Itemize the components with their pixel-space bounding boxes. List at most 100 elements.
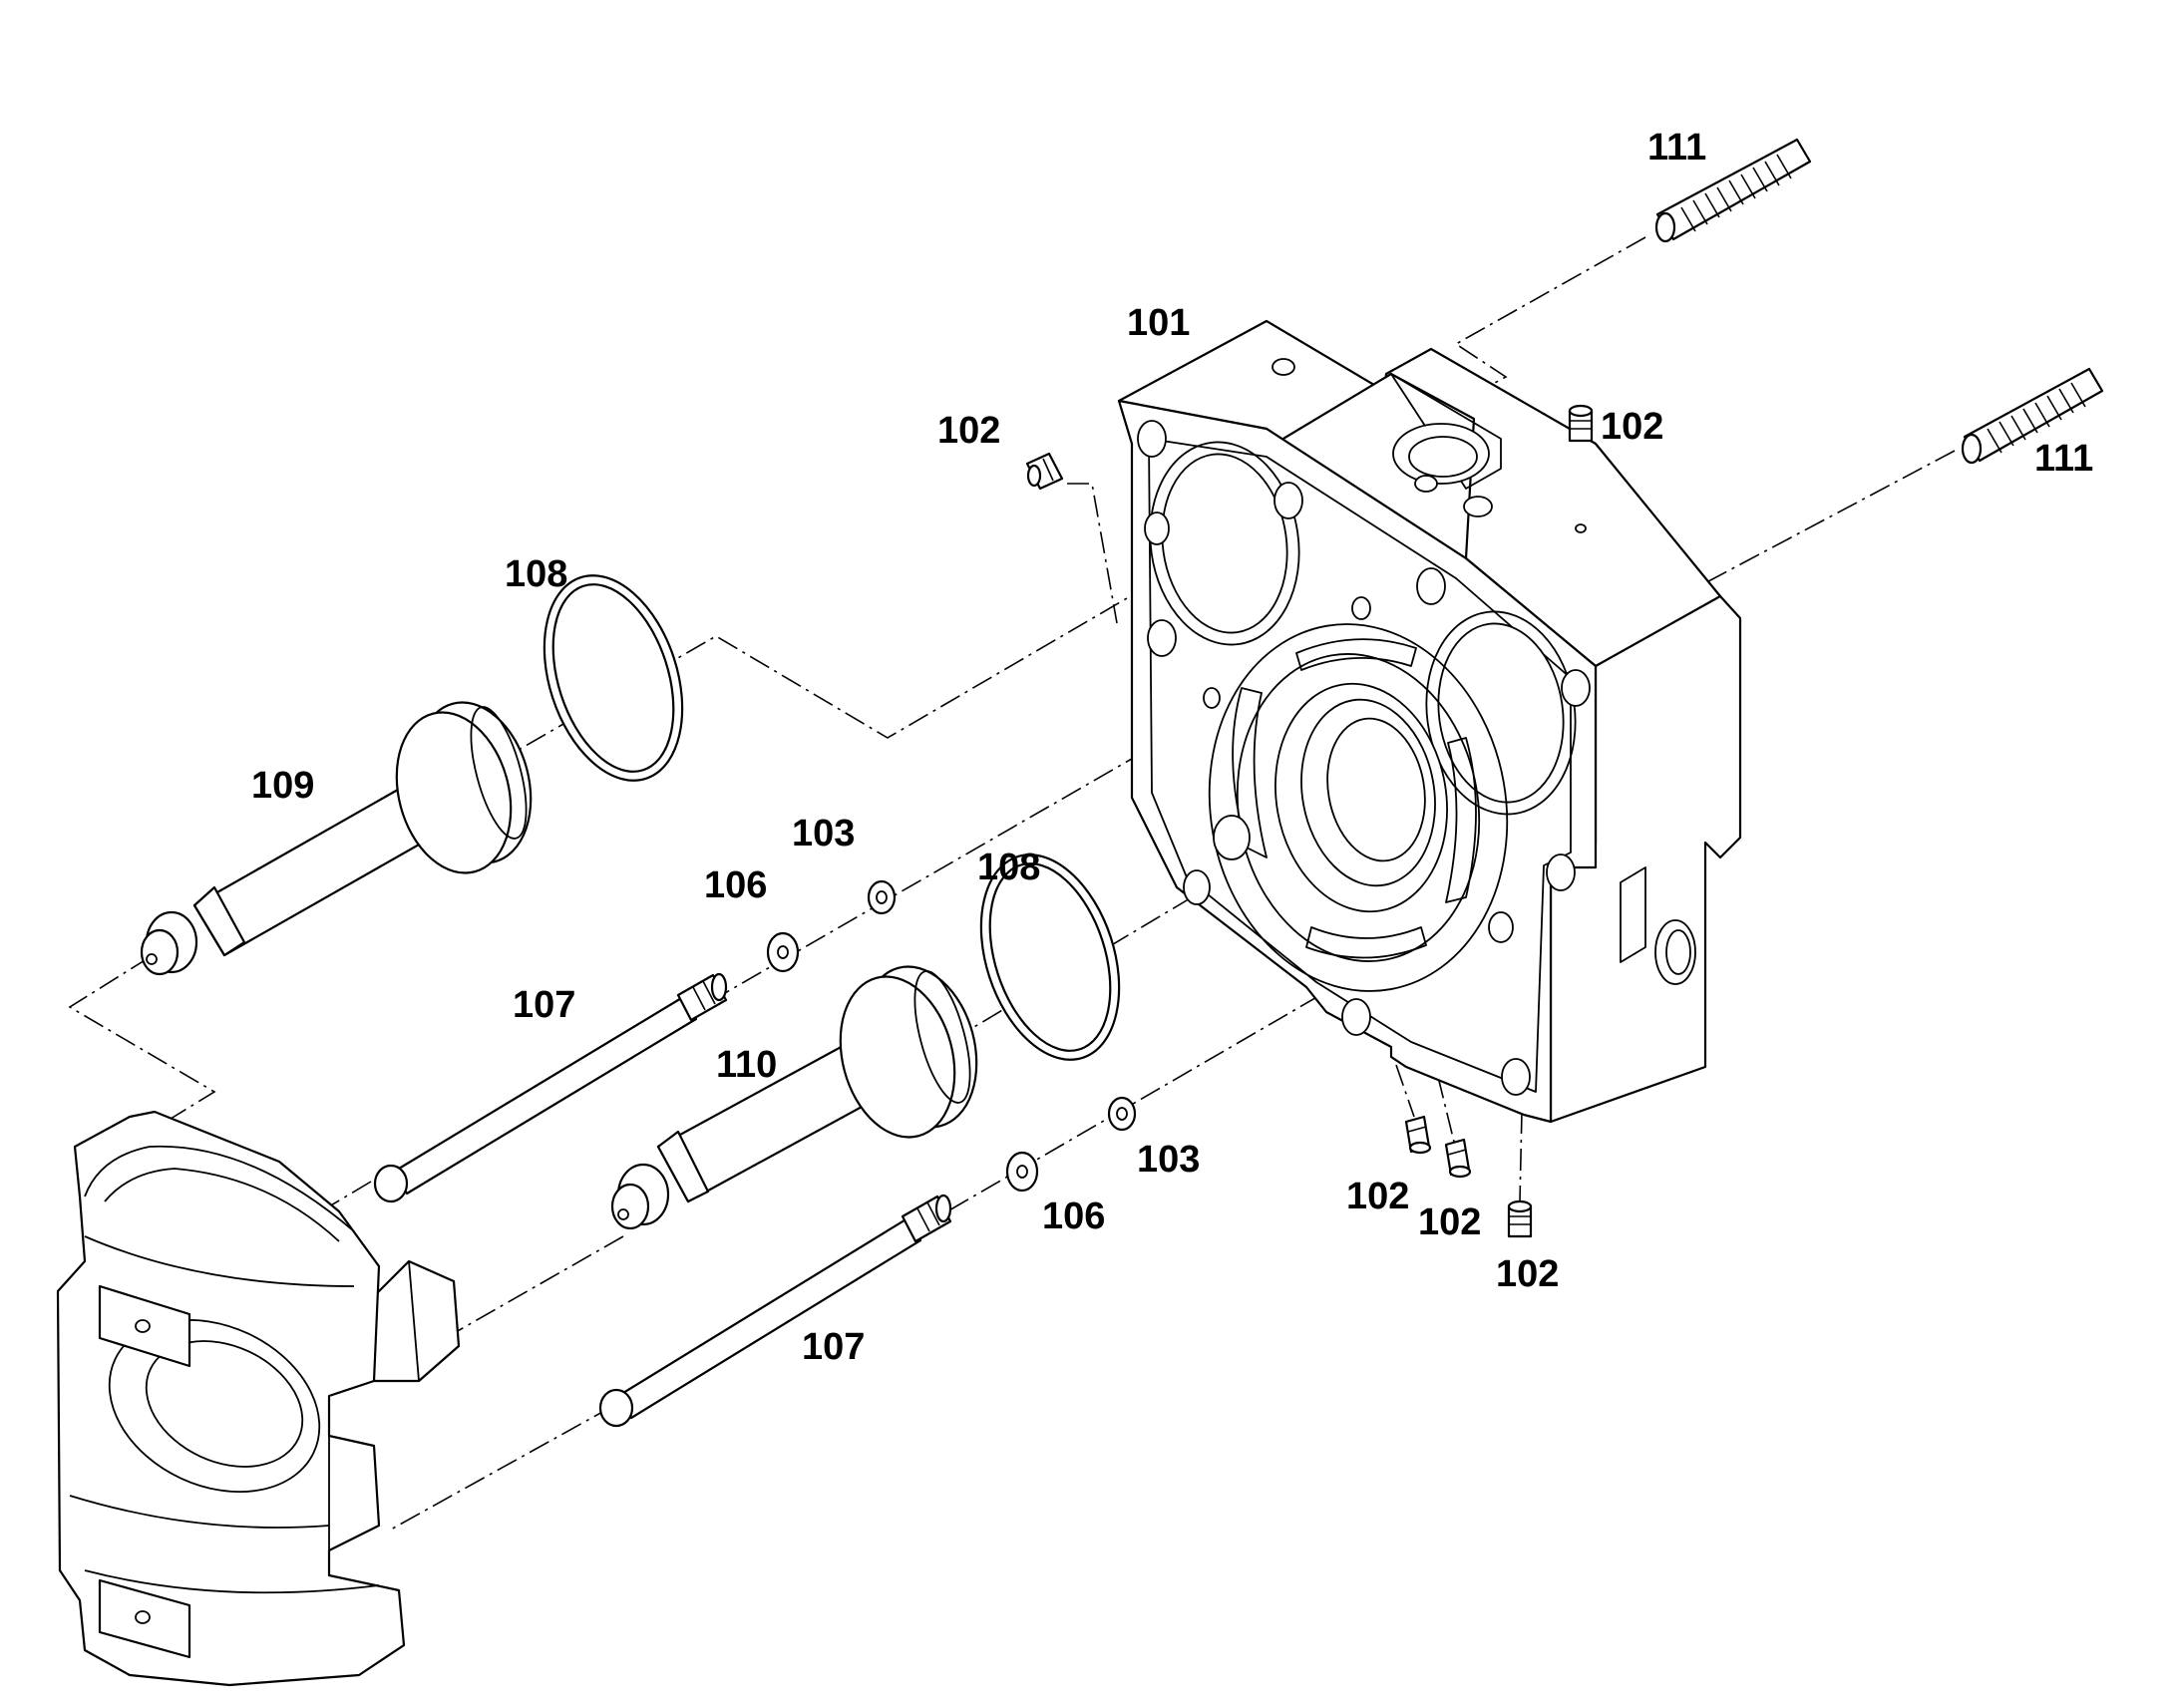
pin-107-upper [373,972,728,1203]
leader-pin-107-upper [717,732,1178,998]
callout-106-lower: 106 [1042,1196,1105,1237]
housing-top-pin-hole [1575,523,1587,533]
stud-111-lower-end [1961,433,1983,465]
housing-top-port [1392,423,1490,485]
housing-kidney-slot-right [1445,737,1477,903]
housing-bolt-hole-14 [1203,687,1221,709]
stud-111-upper [1654,138,1812,243]
housing-bolt-hole-4 [1273,482,1303,519]
plug-102-top-right-end [1568,404,1594,418]
piston-110-taper [656,1130,710,1203]
o-ring-108-upper [543,574,684,782]
piston-110 [610,965,978,1230]
washer-103-lower-inner [1116,1107,1128,1121]
carrier-body [56,1110,406,1687]
piston-110-tip-hole [617,1208,629,1220]
housing-bolt-hole-2 [1144,512,1170,545]
washer-106-upper-inner [777,945,789,959]
plug-102-bottom-2 [1444,1138,1472,1179]
housing-bolt-hole-5 [1416,567,1446,605]
washer-106-lower-inner [1016,1165,1028,1179]
housing-bolt-hole-8 [1213,815,1251,860]
washer-103-upper [867,879,897,915]
piston-110-head [839,975,956,1139]
carrier-lug-face [408,1260,420,1382]
carrier-top-arc-inner [104,1168,340,1242]
housing-top-small-hole-1 [1272,358,1295,376]
callout-111-lower: 111 [2034,438,2093,480]
o-ring-108-upper-inner [551,583,675,773]
pin-107-lower-groove-1 [916,1207,930,1232]
piston-109 [140,701,533,976]
pin-107-upper-groove-2 [702,980,716,1005]
housing-port-flange-outer [1208,623,1509,992]
housing-front-face-inner [1148,438,1572,1093]
housing-bolt-hole-12 [1488,911,1514,943]
housing-bore-upper-left-rim [1149,441,1300,646]
leader-plug-102-bottom-1 [1395,1064,1415,1118]
piston-110-head-groove [913,970,971,1104]
housing-side-slot [1620,866,1646,963]
plug-102-bottom-3 [1507,1199,1533,1238]
piston-109-head [395,711,513,874]
housing-side-port-inner [1665,929,1691,975]
callout-103-lower: 103 [1137,1139,1200,1181]
pin-107-lower [598,1194,952,1428]
leader-piston-110 [956,896,1193,1038]
callout-102-bottom-3: 102 [1496,1253,1559,1295]
housing-kidney-slot-left [1232,687,1268,858]
housing-kidney-slot-top [1295,638,1417,671]
washer-106-upper [766,931,800,973]
housing-kidney-slot-bottom [1305,926,1427,959]
housing-top-small-hole-2 [1463,496,1493,517]
pin-107-lower-tip [598,1388,634,1428]
plug-102-bottom-3-end [1507,1199,1533,1213]
pin-107-upper-tip [373,1164,409,1203]
piston-109-head-groove [470,706,528,840]
washer-103-upper-inner [876,890,888,904]
washer-103-lower [1107,1096,1137,1132]
callout-101: 101 [1127,302,1190,344]
carrier-lower-band [84,1569,380,1594]
carrier-mid-band [69,1495,330,1529]
plug-102-bottom-2-end [1448,1165,1472,1179]
leader-pin-107-upper-tail [308,1181,372,1219]
o-ring-108-lower [979,854,1121,1061]
piston-110-tip-end [610,1183,650,1230]
housing-center-bore-deep [1326,717,1426,862]
callout-109: 109 [251,765,314,807]
carrier-label-plate-lower-dot [135,1610,151,1624]
callout-110: 110 [716,1044,777,1086]
carrier-window-outer [108,1318,321,1494]
callout-102-top-left: 102 [937,410,1000,452]
callout-111-upper: 111 [1647,127,1706,169]
housing-bore-upper-left [1161,453,1288,634]
leader-stud-111-lower [1694,450,1956,589]
callout-107-upper: 107 [513,984,575,1026]
plug-102-bottom-1 [1404,1115,1432,1155]
callout-103-upper: 103 [792,813,855,854]
housing-bolt-hole-13 [1351,596,1371,620]
carrier-top-band [84,1235,355,1287]
housing-top-small-hole-3 [1414,475,1438,493]
stud-111-upper-end [1654,211,1676,243]
housing-center-bore [1274,682,1448,913]
housing-bolt-hole-7 [1546,854,1576,891]
callout-102-bottom-2: 102 [1418,1201,1481,1243]
housing-bolt-hole-3 [1147,619,1177,657]
housing-bolt-hole-9 [1183,869,1211,905]
carrier-label-plate-upper-dot [135,1319,151,1333]
pin-107-upper-groove-1 [692,986,706,1011]
callout-107-lower: 107 [802,1326,865,1368]
leader-plug-102-bottom-2 [1437,1076,1455,1143]
callout-108-upper: 108 [505,553,567,595]
stud-111-lower-threads [1987,382,2086,454]
housing-bolt-hole-11 [1501,1058,1531,1096]
pin-107-lower-shaft [616,1216,922,1420]
housing-101 [1117,319,1742,1124]
housing-top-port-inner [1408,436,1478,478]
plug-102-bottom-2-thread [1447,1149,1467,1156]
plug-102-bottom-1-thread [1407,1126,1427,1133]
housing-bolt-hole-6 [1561,669,1591,707]
